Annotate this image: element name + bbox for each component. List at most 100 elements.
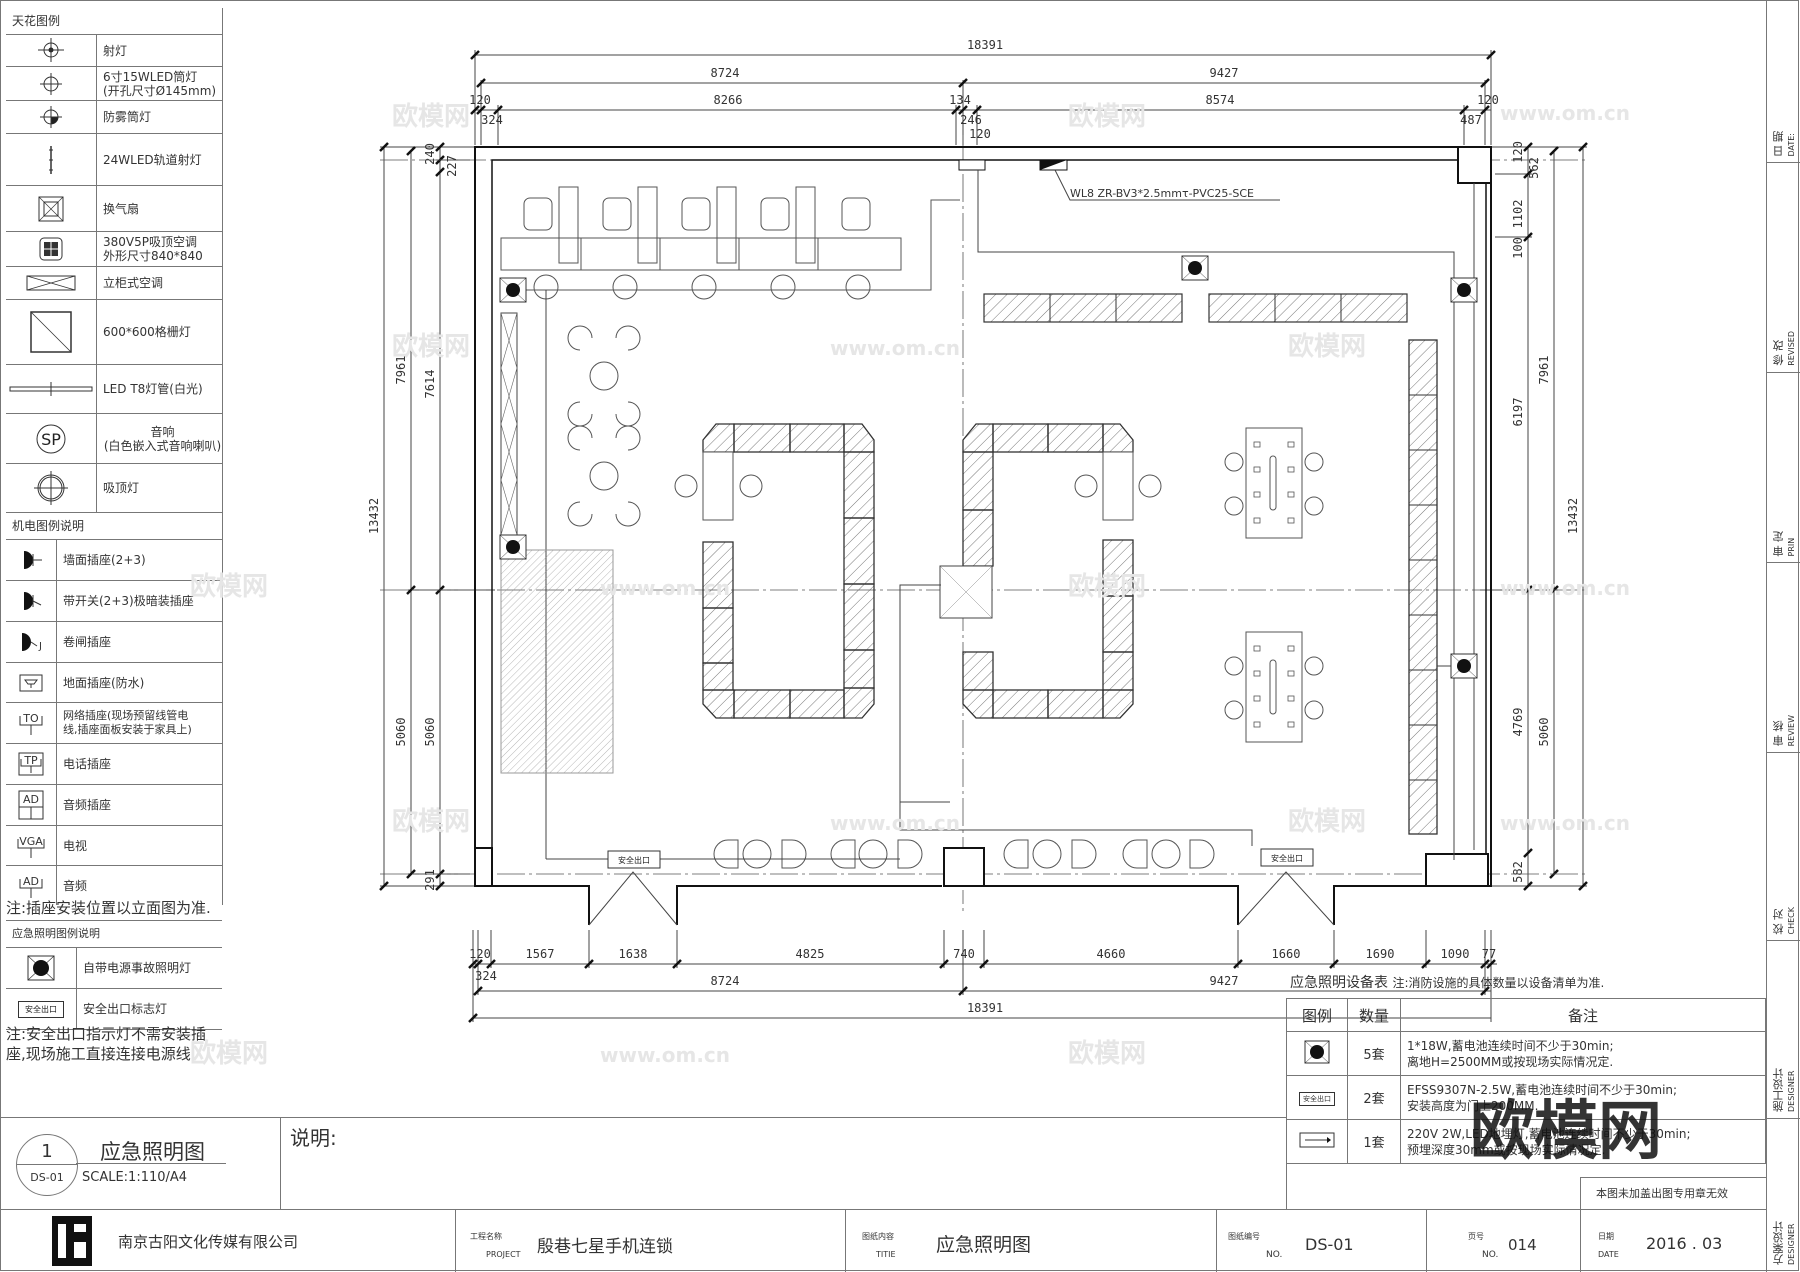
emergency-legend: 应急照明图例说明 自带电源事故照明灯 安全出口 安全出口标志灯 bbox=[6, 920, 222, 1030]
equipment-table: 图例 数量 备注 5套 1*18W,蓄电池连续时间不少于30min;离地H=25… bbox=[1286, 998, 1766, 1164]
svg-text:7961: 7961 bbox=[1537, 356, 1551, 385]
svg-text:AD: AD bbox=[23, 875, 39, 888]
emergency-light-icon bbox=[1450, 277, 1478, 303]
svg-text:13432: 13432 bbox=[367, 498, 381, 534]
svg-text:www.om.cn: www.om.cn bbox=[600, 1043, 730, 1067]
exit-sign-icon: 安全出口 bbox=[1286, 1075, 1348, 1120]
exit-sign: 安全出口 bbox=[607, 850, 661, 869]
legend-row: TP 电话插座 bbox=[6, 744, 222, 785]
downlight-icon bbox=[6, 67, 97, 100]
svg-text:1102: 1102 bbox=[1511, 200, 1525, 229]
svg-text:582: 582 bbox=[1511, 861, 1525, 883]
exhaust-fan-icon bbox=[6, 186, 97, 231]
svg-text:562: 562 bbox=[1527, 157, 1541, 179]
svg-text:安全出口: 安全出口 bbox=[618, 855, 650, 865]
svg-text:324: 324 bbox=[481, 113, 503, 127]
svg-text:www.om.cn: www.om.cn bbox=[1500, 811, 1630, 835]
svg-text:欧模网: 欧模网 bbox=[392, 101, 470, 132]
svg-text:246: 246 bbox=[960, 113, 982, 127]
svg-text:欧模网: 欧模网 bbox=[1068, 101, 1146, 132]
notes-label: 说明: bbox=[290, 1126, 337, 1150]
legend-row: TO 网络插座(现场预留线管电线,插座面板安装于家具上) bbox=[6, 703, 222, 744]
svg-text:18391: 18391 bbox=[967, 1001, 1003, 1015]
svg-text:240: 240 bbox=[423, 143, 437, 165]
legend-row: VGA 电视 bbox=[6, 826, 222, 866]
legend-row: 防雾筒灯 bbox=[6, 101, 222, 134]
svg-text:4769: 4769 bbox=[1511, 708, 1525, 737]
legend-row: AD 音频插座 bbox=[6, 785, 222, 826]
svg-text:9427: 9427 bbox=[1210, 66, 1239, 80]
spotlight-icon bbox=[6, 35, 97, 66]
legend-row: 立柜式空调 bbox=[6, 267, 222, 300]
svg-text:WL8 ZR-BV3*2.5mmτ-PVC25-SCE: WL8 ZR-BV3*2.5mmτ-PVC25-SCE bbox=[1070, 187, 1254, 200]
svg-text:安全出口: 安全出口 bbox=[1271, 853, 1303, 863]
svg-text:欧模网: 欧模网 bbox=[1068, 571, 1146, 602]
svg-text:4825: 4825 bbox=[796, 947, 825, 961]
svg-text:5060: 5060 bbox=[423, 718, 437, 747]
legend-row: AD 音频 bbox=[6, 866, 222, 905]
svg-text:欧模网: 欧模网 bbox=[392, 806, 470, 837]
svg-text:7961: 7961 bbox=[394, 356, 408, 385]
svg-text:8266: 8266 bbox=[714, 93, 743, 107]
svg-text:1567: 1567 bbox=[526, 947, 555, 961]
legend-row: 换气扇 bbox=[6, 186, 222, 232]
audio-socket-icon: AD bbox=[6, 785, 57, 825]
legend-row: J 卷闸插座 bbox=[6, 622, 222, 663]
svg-text:18391: 18391 bbox=[967, 38, 1003, 52]
legend-row: 380V5P吸顶空调外形尺寸840*840 bbox=[6, 232, 222, 267]
table-row: 安全出口 2套 EFSS9307N-2.5W,蓄电池连续时间不少于30min;安… bbox=[1286, 1075, 1766, 1120]
emergency-light-icon bbox=[6, 948, 77, 988]
legend-row: 带开关(2+3)极暗装插座 bbox=[6, 581, 222, 622]
svg-text:8724: 8724 bbox=[711, 974, 740, 988]
watermark-large: 欧模网 bbox=[1470, 1095, 1662, 1169]
svg-text:487: 487 bbox=[1460, 113, 1482, 127]
svg-text:4660: 4660 bbox=[1097, 947, 1126, 961]
table-row: 5套 1*18W,蓄电池连续时间不少于30min;离地H=2500MM或按现场实… bbox=[1286, 1031, 1766, 1076]
fogproof-downlight-icon bbox=[6, 101, 97, 133]
svg-text:www.om.cn: www.om.cn bbox=[1500, 576, 1630, 600]
svg-text:120: 120 bbox=[1477, 93, 1499, 107]
svg-text:291: 291 bbox=[423, 869, 437, 891]
svg-text:TP: TP bbox=[23, 754, 38, 767]
legend-row: 墙面插座(2+3) bbox=[6, 540, 222, 581]
svg-text:740: 740 bbox=[953, 947, 975, 961]
shutter-socket-icon: J bbox=[6, 622, 57, 662]
svg-text:7614: 7614 bbox=[423, 370, 437, 399]
svg-text:9427: 9427 bbox=[1210, 974, 1239, 988]
emergency-light-icon bbox=[1450, 653, 1478, 679]
exit-sign-icon: 安全出口 bbox=[6, 989, 77, 1029]
company-logo bbox=[52, 1216, 92, 1266]
legend-row: 6寸15WLED筒灯(开孔尺寸Ø145mm) bbox=[6, 67, 222, 101]
equipment-table-caption: 应急照明设备表 注:消防设施的具体数量以设备清单为准. bbox=[1290, 975, 1605, 991]
page-number: 014 bbox=[1508, 1236, 1537, 1254]
tv-socket-icon: VGA bbox=[6, 826, 57, 865]
wall-socket-icon bbox=[6, 540, 57, 580]
svg-text:6197: 6197 bbox=[1511, 398, 1525, 427]
phone-socket-icon: TP bbox=[6, 744, 57, 784]
exit-sign: 安全出口 bbox=[1260, 848, 1314, 867]
track-light-icon bbox=[6, 134, 97, 185]
emergency-light-icon bbox=[499, 277, 527, 303]
legend-row: 600*600格栅灯 bbox=[6, 300, 222, 365]
svg-text:5060: 5060 bbox=[1537, 718, 1551, 747]
svg-text:www.om.cn: www.om.cn bbox=[600, 576, 730, 600]
emergency-legend-title: 应急照明图例说明 bbox=[6, 921, 222, 948]
mep-note: 注:插座安装位置以立面图为准. bbox=[6, 899, 211, 917]
svg-text:120: 120 bbox=[469, 93, 491, 107]
ceiling-ac-icon bbox=[6, 232, 97, 266]
svg-text:VGA: VGA bbox=[19, 835, 43, 848]
project-name: 殷巷七星手机连锁 bbox=[537, 1237, 673, 1257]
legend-row: 安全出口 安全出口标志灯 bbox=[6, 989, 222, 1030]
svg-text:J: J bbox=[38, 641, 42, 652]
company-name: 南京古阳文化传媒有限公司 bbox=[118, 1233, 299, 1251]
ceiling-light-icon bbox=[6, 464, 97, 512]
legend-row: 自带电源事故照明灯 bbox=[6, 948, 222, 989]
svg-text:8724: 8724 bbox=[711, 66, 740, 80]
emergency-light-icon bbox=[499, 534, 527, 560]
svg-text:5060: 5060 bbox=[394, 718, 408, 747]
legend-row: SP 音响(白色嵌入式音响喇叭) bbox=[6, 414, 222, 464]
svg-text:欧模网: 欧模网 bbox=[1288, 331, 1366, 362]
cabinet-ac-icon bbox=[6, 267, 97, 299]
svg-text:欧模网: 欧模网 bbox=[1288, 806, 1366, 837]
